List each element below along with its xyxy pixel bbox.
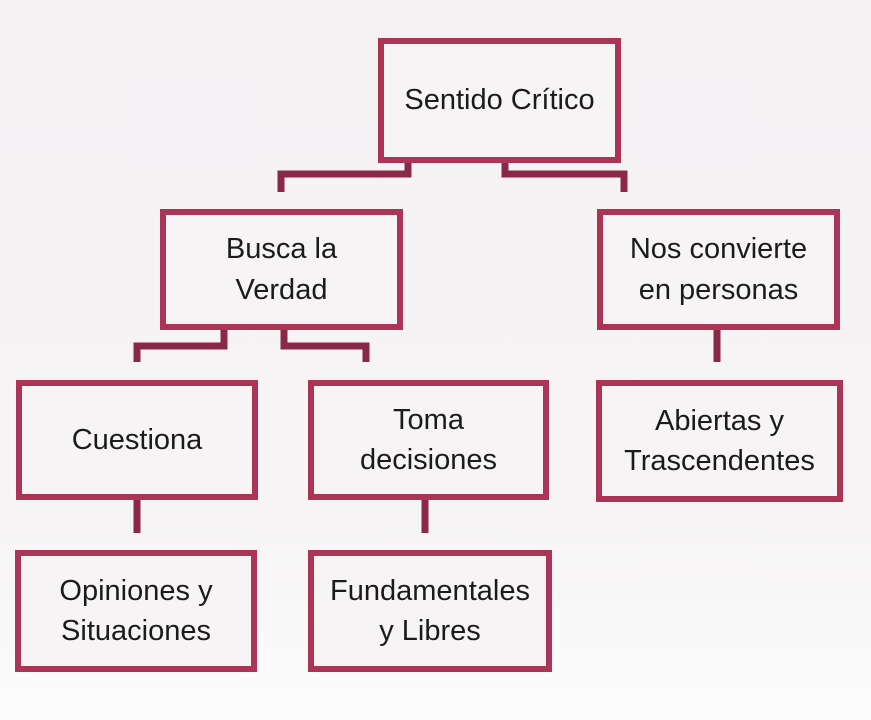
connector-root-to-nos-convierte [501, 160, 628, 192]
node-fundamentales-y-libres: Fundamentales y Libres [308, 550, 552, 672]
node-cuestiona: Cuestiona [16, 380, 258, 500]
node-abiertas-y-trascendentes: Abiertas y Trascendentes [596, 380, 843, 502]
connector-root-to-busca [277, 160, 412, 192]
node-sentido-critico: Sentido Crítico [378, 38, 621, 163]
node-busca-la-verdad: Busca la Verdad [160, 209, 403, 330]
node-opiniones-y-situaciones: Opiniones y Situaciones [15, 550, 257, 672]
node-nos-convierte-en-personas: Nos convierte en personas [597, 209, 840, 330]
node-toma-decisiones: Toma decisiones [308, 380, 549, 500]
connector-busca-to-cuestiona [133, 327, 228, 362]
connector-busca-to-toma-decisiones [280, 327, 370, 362]
